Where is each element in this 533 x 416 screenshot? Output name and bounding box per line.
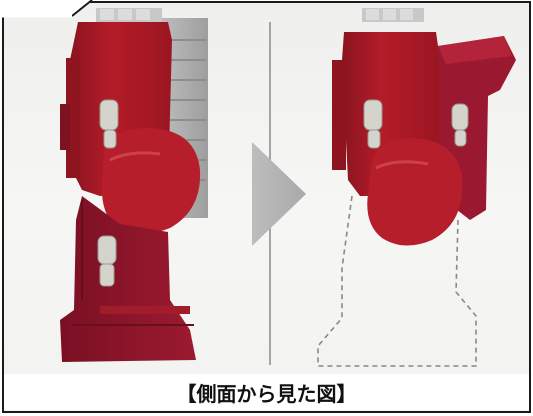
right-figure [317, 8, 516, 367]
dashed-outline [317, 195, 477, 367]
figure-caption: 【側面から見た図】 [176, 382, 357, 406]
arrow-right-icon [252, 142, 306, 246]
left-figure [60, 8, 208, 362]
